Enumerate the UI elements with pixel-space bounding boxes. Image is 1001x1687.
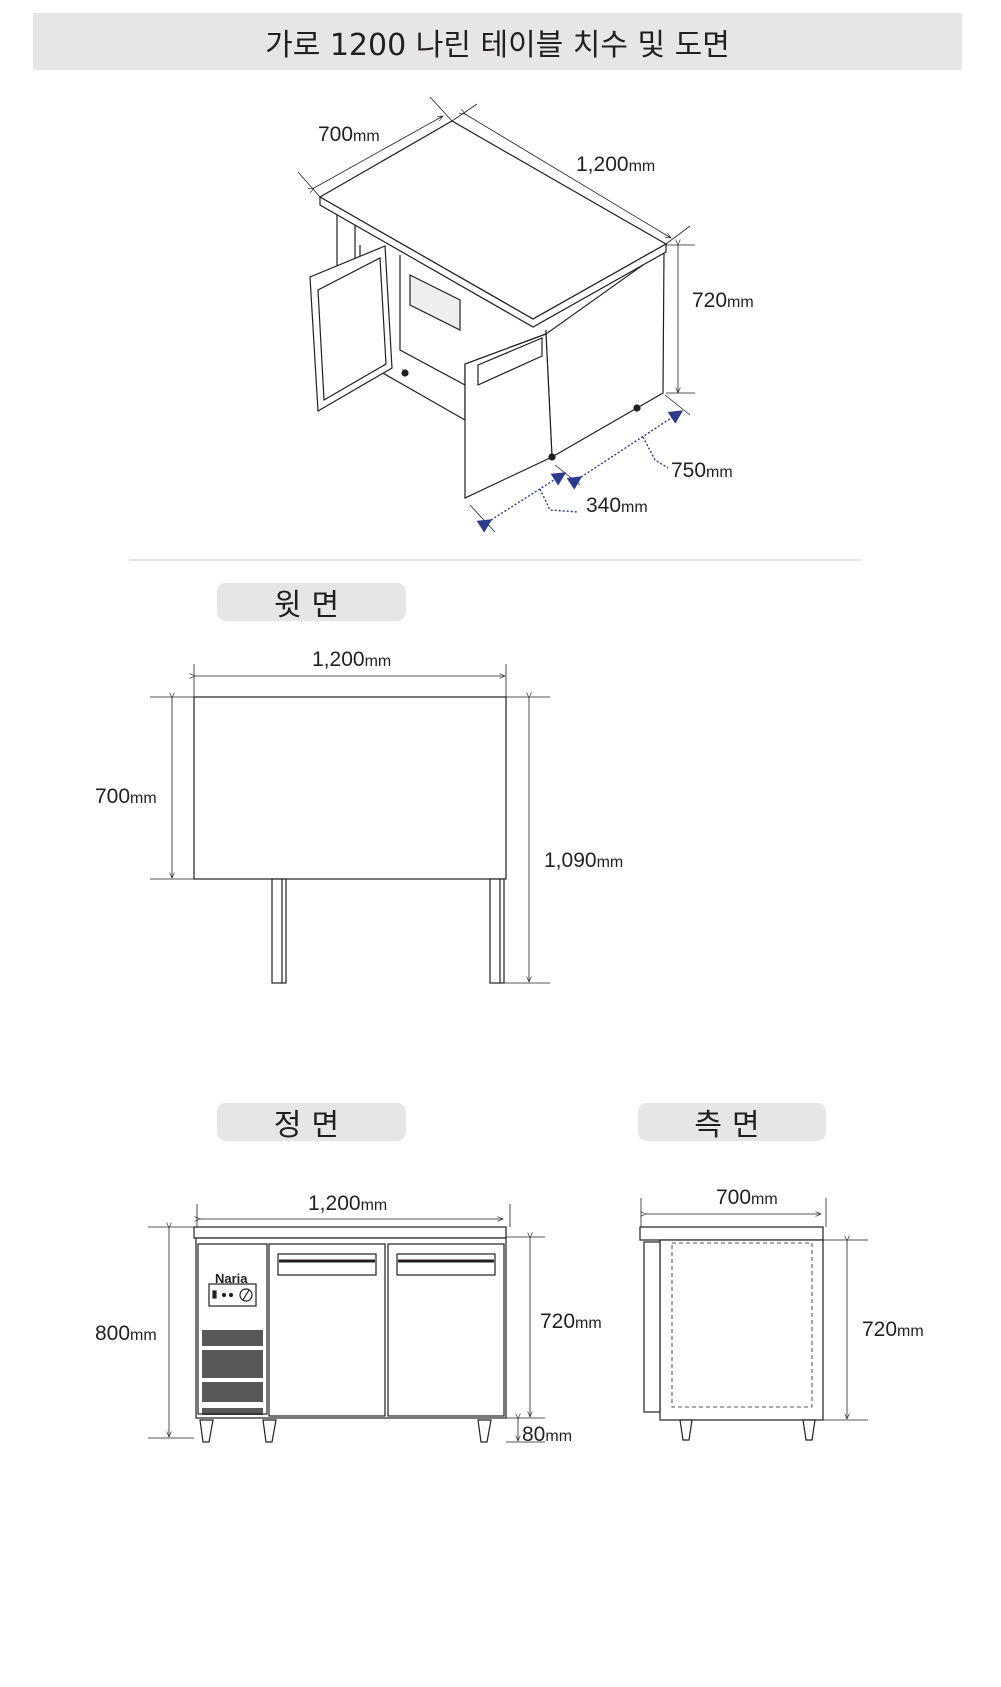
front-total-height-label: 800mm bbox=[95, 1322, 157, 1345]
iso-dimensions bbox=[297, 96, 695, 533]
front-width-label: 1,200mm bbox=[308, 1192, 387, 1215]
iso-door-depth-label: 340mm bbox=[586, 494, 648, 517]
top-view bbox=[193, 696, 507, 984]
top-depth-label: 700mm bbox=[95, 785, 157, 808]
top-view-dimensions bbox=[150, 664, 550, 984]
iso-length-label: 1,200mm bbox=[576, 153, 655, 176]
side-depth-label: 700mm bbox=[716, 1186, 778, 1209]
section-label-front: 정면 bbox=[217, 1103, 406, 1143]
front-leg-height-label: 80mm bbox=[522, 1423, 572, 1446]
iso-open-dimensions bbox=[476, 410, 684, 533]
isometric-view bbox=[309, 120, 668, 499]
iso-door-open-label: 750mm bbox=[671, 459, 733, 482]
iso-height-label: 720mm bbox=[692, 289, 754, 312]
section-label-side: 측면 bbox=[638, 1103, 826, 1143]
top-width-label: 1,200mm bbox=[312, 648, 391, 671]
vent-grille bbox=[202, 1330, 263, 1415]
front-view bbox=[193, 1226, 507, 1443]
section-label-top: 윗면 bbox=[217, 583, 406, 623]
front-view-dimensions bbox=[148, 1204, 545, 1443]
side-view bbox=[639, 1226, 824, 1441]
brand-logo: Naria bbox=[215, 1271, 248, 1286]
front-body-height-label: 720mm bbox=[540, 1310, 602, 1333]
divider bbox=[129, 559, 861, 561]
side-height-label: 720mm bbox=[862, 1318, 924, 1341]
iso-width-label: 700mm bbox=[318, 123, 380, 146]
side-view-dimensions bbox=[641, 1198, 868, 1421]
page-title: 가로 1200 나린 테이블 치수 및 도면 bbox=[33, 13, 962, 70]
top-total-label: 1,090mm bbox=[544, 849, 623, 872]
